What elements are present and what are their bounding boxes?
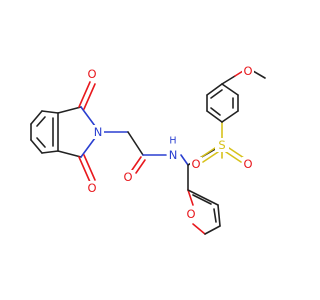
molecule-drawing: O O N O N H S O O O O [30, 64, 266, 235]
atom-s-sulfonyl: S [218, 138, 225, 152]
acetamide-linker [103, 131, 223, 174]
atom-o-imide-top: O [87, 67, 96, 81]
furan-ring [187, 164, 221, 235]
imide-ring [57, 106, 96, 158]
atom-h-amide: H [169, 136, 176, 147]
sulfonyl-group [199, 121, 245, 163]
benzene-ring-phthalimide [30, 110, 59, 154]
methoxyphenyl-ring [206, 70, 266, 123]
atom-o-sulfonyl-right: O [243, 157, 252, 171]
imide-carbonyls [78, 81, 96, 183]
atom-o-methoxy: O [243, 64, 252, 78]
atom-o-imide-bottom: O [87, 181, 96, 195]
atom-o-furan: O [186, 207, 195, 221]
atom-n-imide: N [94, 125, 103, 139]
atom-n-amide: N [169, 148, 178, 162]
atom-o-sulfonyl-left: O [191, 157, 200, 171]
atom-o-amide: O [123, 170, 132, 184]
atom-labels: O O N O N H S O O O O [86, 64, 254, 221]
structure-diagram: O O N O N H S O O O O [30, 64, 266, 235]
